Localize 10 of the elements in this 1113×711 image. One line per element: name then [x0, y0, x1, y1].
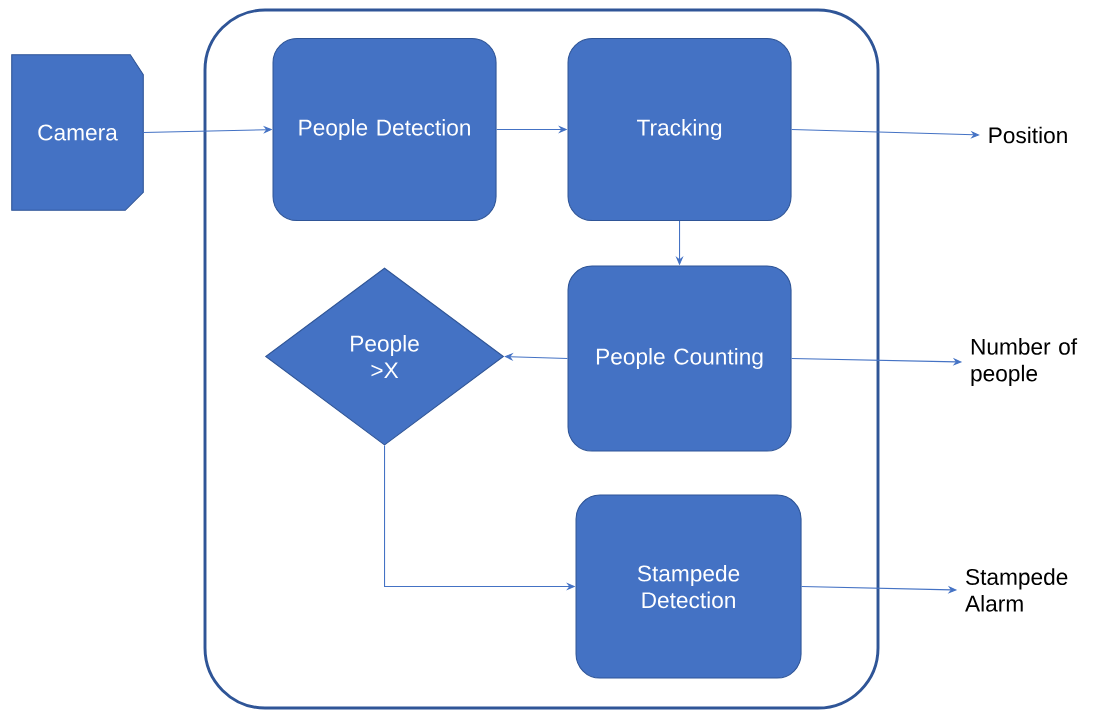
process-box: Stampede Detection	[575, 494, 802, 679]
output-label: Stampede Alarm	[965, 568, 1068, 612]
arrow	[791, 129, 980, 139]
output-label: Number of people	[971, 338, 1078, 386]
process-box: People Detection	[272, 38, 497, 222]
process-box: People Counting	[567, 265, 792, 452]
process-box: Tracking	[567, 38, 792, 222]
container-box	[203, 8, 880, 710]
camera-card: Camera	[11, 54, 144, 211]
output-label: Position	[989, 126, 1067, 144]
